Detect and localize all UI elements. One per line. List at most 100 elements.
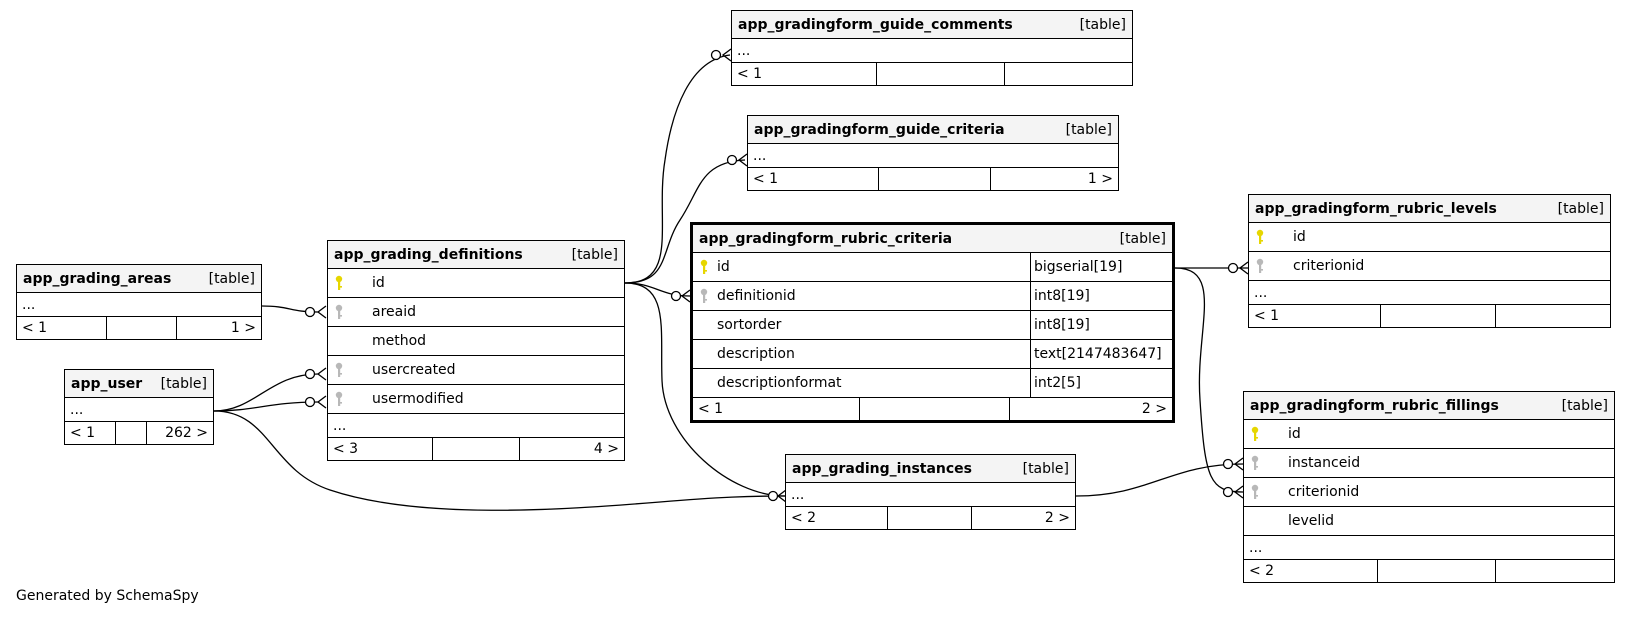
more-columns: ... — [328, 414, 624, 438]
children-count — [1496, 305, 1610, 327]
column-name: usercreated — [372, 362, 456, 378]
generated-by-note: Generated by SchemaSpy — [16, 588, 199, 604]
children-count: 1 > — [230, 320, 256, 336]
table-name: app_gradingform_guide_criteria — [754, 121, 1005, 138]
table-footer: < 1 — [732, 63, 1132, 85]
column-type: int2[5] — [1030, 369, 1172, 397]
table-type: [table] — [1561, 397, 1608, 414]
relation-rubric-criteria-fillings — [1174, 267, 1244, 493]
table-rubric-levels[interactable]: app_gradingform_rubric_levels [table] id… — [1248, 194, 1611, 328]
column-row: criterionid — [1244, 478, 1614, 507]
footer-blank — [116, 422, 147, 444]
foreign-key-icon — [1249, 258, 1293, 274]
table-type: [table] — [1065, 121, 1112, 138]
table-grading-definitions[interactable]: app_grading_definitions [table] id areai… — [327, 240, 625, 461]
table-type: [table] — [208, 270, 255, 287]
column-name: criterionid — [1293, 258, 1365, 274]
column-name: description — [717, 346, 795, 362]
table-name: app_gradingform_guide_comments — [738, 16, 1013, 33]
column-row: description text[2147483647] — [693, 340, 1172, 369]
more-columns: ... — [748, 144, 1118, 168]
column-name: usermodified — [372, 391, 464, 407]
column-name: areaid — [372, 304, 416, 320]
table-name: app_gradingform_rubric_criteria — [699, 230, 953, 247]
table-grading-areas[interactable]: app_grading_areas [table] ... < 1 1 > — [16, 264, 262, 340]
column-row: id — [1249, 223, 1610, 252]
foreign-key-icon — [328, 362, 372, 378]
table-footer: < 1 262 > — [65, 422, 213, 444]
table-type: [table] — [1079, 16, 1126, 33]
column-row: areaid — [328, 298, 624, 327]
table-name: app_gradingform_rubric_levels — [1255, 200, 1497, 217]
relation-user-instances — [213, 410, 786, 511]
table-rubric-fillings[interactable]: app_gradingform_rubric_fillings [table] … — [1243, 391, 1615, 583]
column-type: int8[19] — [1030, 282, 1172, 310]
column-name: id — [717, 259, 730, 275]
footer-blank — [888, 507, 972, 529]
children-count: 2 > — [1141, 401, 1167, 417]
table-footer: < 2 — [1244, 560, 1614, 582]
more-columns: ... — [17, 293, 261, 317]
column-row: criterionid — [1249, 252, 1610, 281]
primary-key-icon — [1244, 426, 1288, 442]
children-count: 4 > — [593, 441, 619, 457]
table-header: app_gradingform_guide_criteria [table] — [748, 116, 1118, 144]
table-rubric-criteria[interactable]: app_gradingform_rubric_criteria [table] … — [690, 222, 1175, 423]
primary-key-icon — [328, 275, 372, 291]
parents-count: < 1 — [732, 63, 877, 85]
table-name: app_user — [71, 375, 143, 392]
relation-definitions-guide-comments — [624, 54, 731, 284]
column-name: method — [372, 333, 427, 349]
footer-blank — [860, 398, 1010, 420]
table-grading-instances[interactable]: app_grading_instances [table] ... < 2 2 … — [785, 454, 1076, 530]
column-row: definitionid int8[19] — [693, 282, 1172, 311]
children-count: 262 > — [165, 425, 208, 441]
column-row: sortorder int8[19] — [693, 311, 1172, 340]
relation-definitions-instances — [624, 282, 786, 497]
foreign-key-icon — [1244, 484, 1288, 500]
column-type: int8[19] — [1030, 311, 1172, 339]
table-user[interactable]: app_user [table] ... < 1 262 > — [64, 369, 214, 445]
table-guide-comments[interactable]: app_gradingform_guide_comments [table] .… — [731, 10, 1133, 86]
table-type: [table] — [571, 246, 618, 263]
more-columns: ... — [65, 398, 213, 422]
table-header: app_gradingform_rubric_criteria [table] — [693, 225, 1172, 253]
table-guide-criteria[interactable]: app_gradingform_guide_criteria [table] .… — [747, 115, 1119, 191]
column-row: id — [328, 269, 624, 298]
children-count — [1496, 560, 1614, 582]
column-row: id bigserial[19] — [693, 253, 1172, 282]
footer-blank — [1378, 560, 1496, 582]
parents-count: < 1 — [65, 422, 116, 444]
column-name: definitionid — [717, 288, 796, 304]
column-name: sortorder — [717, 317, 782, 333]
relation-user-usercreated — [213, 373, 319, 412]
table-footer: < 1 1 > — [748, 168, 1118, 190]
table-name: app_grading_areas — [23, 270, 172, 287]
column-row: id — [1244, 420, 1614, 449]
column-type: text[2147483647] — [1030, 340, 1172, 368]
more-columns: ... — [732, 39, 1132, 63]
table-type: [table] — [1119, 230, 1166, 247]
parents-count: < 2 — [1244, 560, 1378, 582]
relation-user-usermodified — [213, 401, 319, 412]
relation-instances-fillings — [1075, 463, 1244, 497]
column-row: method — [328, 327, 624, 356]
table-footer: < 1 — [1249, 305, 1610, 327]
primary-key-icon — [1249, 229, 1293, 245]
more-columns: ... — [1249, 281, 1610, 305]
table-name: app_grading_instances — [792, 460, 973, 477]
more-columns: ... — [786, 483, 1075, 507]
more-columns: ... — [1244, 536, 1614, 560]
column-row: levelid — [1244, 507, 1614, 536]
column-name: levelid — [1288, 513, 1335, 529]
children-count: 1 > — [1087, 171, 1113, 187]
footer-blank — [107, 317, 177, 339]
table-header: app_gradingform_rubric_levels [table] — [1249, 195, 1610, 223]
column-name: id — [1293, 229, 1306, 245]
parents-count: < 3 — [328, 438, 433, 460]
column-row: usercreated — [328, 356, 624, 385]
footer-blank — [1381, 305, 1496, 327]
footer-blank — [879, 168, 991, 190]
children-count: 2 > — [1044, 510, 1070, 526]
parents-count: < 1 — [748, 168, 879, 190]
